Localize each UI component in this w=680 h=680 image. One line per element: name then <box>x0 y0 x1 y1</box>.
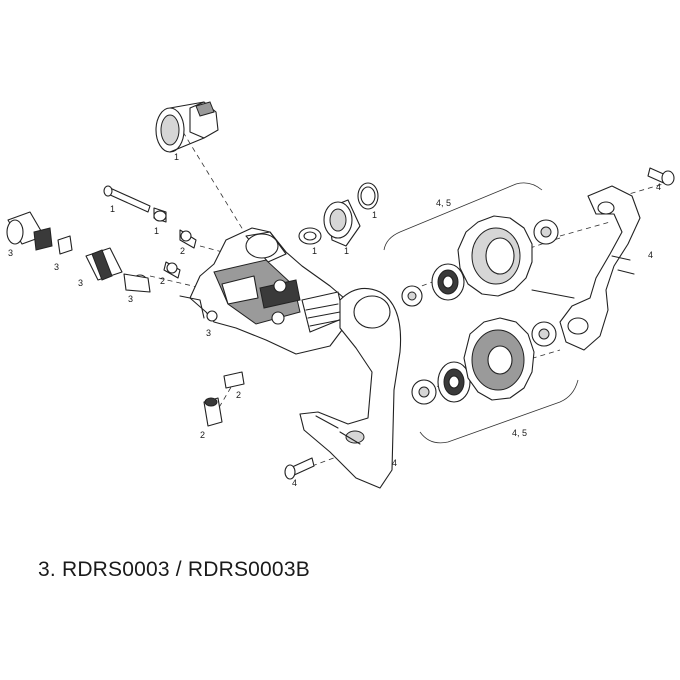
part-label: 3 <box>54 262 59 272</box>
grouping-braces <box>383 182 579 444</box>
part-label: 4 <box>392 458 397 468</box>
spring-rings <box>298 182 379 247</box>
part-label: 3 <box>78 278 83 288</box>
part-label: 4, 5 <box>436 198 451 208</box>
part-label: 3 <box>128 294 133 304</box>
part-label: 4 <box>656 182 661 192</box>
part-label: 4 <box>648 250 653 260</box>
part-label: 1 <box>372 210 377 220</box>
cage-bolt-upper <box>647 167 675 186</box>
cable-guide-tab <box>203 371 245 427</box>
part-label: 1 <box>312 246 317 256</box>
lower-jockey-wheel <box>463 317 535 401</box>
part-label: 2 <box>180 246 185 256</box>
part-label: 1 <box>110 204 115 214</box>
part-label: 2 <box>200 430 205 440</box>
inner-cage-plate <box>531 185 641 351</box>
derailleur-body <box>179 227 349 355</box>
part-label: 1 <box>154 226 159 236</box>
upper-jockey-wheel <box>457 215 533 297</box>
part-label: 1 <box>344 246 349 256</box>
part-label: 3 <box>206 328 211 338</box>
limit-screws <box>163 229 197 279</box>
cable-adjuster-parts <box>6 211 151 293</box>
part-number-labels: 1 1 1 1 1 1 2 2 2 2 3 3 3 3 3 4 4 4 4 4,… <box>8 152 661 488</box>
outer-cage-plate <box>299 287 402 489</box>
diagram-caption: 3. RDRS0003 / RDRS0003B <box>38 558 310 581</box>
part-label: 2 <box>236 390 241 400</box>
mounting-bolt-part <box>155 101 219 153</box>
part-label: 3 <box>8 248 13 258</box>
b-screw-part <box>103 185 167 223</box>
part-label: 4, 5 <box>512 428 527 438</box>
cage-bolt-lower <box>284 457 315 480</box>
upper-pulley-bearings <box>401 219 559 307</box>
lower-pulley-bearings <box>411 321 557 405</box>
part-label: 1 <box>174 152 179 162</box>
part-label: 4 <box>292 478 297 488</box>
part-label: 2 <box>160 276 165 286</box>
